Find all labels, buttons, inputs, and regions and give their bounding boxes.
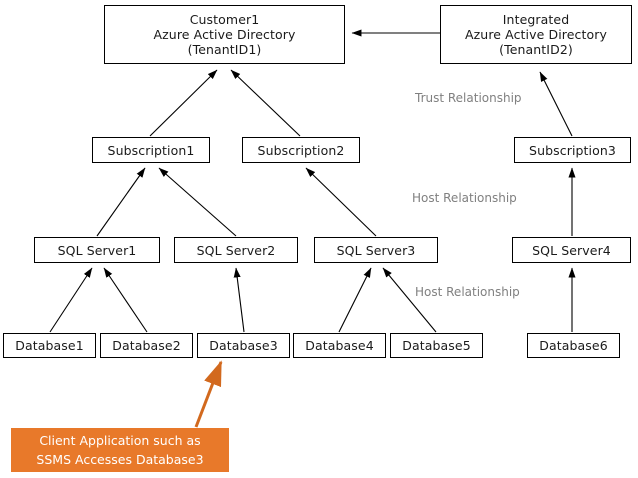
edge-subscription2-to-customer1-aad xyxy=(230,69,301,137)
node-database2-label: Database2 xyxy=(112,338,181,353)
node-sql-server1-label: SQL Server1 xyxy=(57,242,137,258)
node-database1[interactable]: Database1 xyxy=(3,333,96,358)
callout-line2: SSMS Accesses Database3 xyxy=(36,452,204,467)
node-sql-server3[interactable]: SQL Server3 xyxy=(314,237,438,263)
node-subscription3-label: Subscription3 xyxy=(529,142,616,158)
label-host-relationship-upper: Host Relationship xyxy=(412,191,517,205)
node-database1-label: Database1 xyxy=(15,338,84,353)
node-integrated-line2: Azure Active Directory xyxy=(464,27,607,42)
node-database4[interactable]: Database4 xyxy=(293,333,386,358)
node-subscription1[interactable]: Subscription1 xyxy=(92,137,210,163)
label-trust-relationship: Trust Relationship xyxy=(415,91,522,105)
node-sql-server3-label: SQL Server3 xyxy=(336,242,416,258)
node-subscription2[interactable]: Subscription2 xyxy=(242,137,360,163)
edge-database3-to-sql-server2 xyxy=(233,267,245,333)
edge-database4-to-sql-server3 xyxy=(338,267,372,333)
edge-subscription1-to-customer1-aad xyxy=(149,69,218,137)
node-database3[interactable]: Database3 xyxy=(197,333,290,358)
edge-sql-server1-to-subscription1 xyxy=(96,167,146,237)
callout-client-application[interactable]: Client Application such as SSMS Accesses… xyxy=(11,428,229,472)
node-subscription1-label: Subscription1 xyxy=(107,142,195,158)
node-integrated-line1: Integrated xyxy=(502,12,570,27)
node-customer1-line2: Azure Active Directory xyxy=(153,27,296,42)
edge-database1-to-sql-server1 xyxy=(49,267,93,333)
node-database4-label: Database4 xyxy=(305,338,374,353)
node-database5-label: Database5 xyxy=(402,338,471,353)
node-database5[interactable]: Database5 xyxy=(390,333,483,358)
node-customer1-line3: (TenantID1) xyxy=(187,42,262,57)
edge-subscription3-to-integrated-aad xyxy=(539,71,573,137)
edge-callout-to-database3 xyxy=(194,360,223,428)
node-database6-label: Database6 xyxy=(539,338,608,353)
node-sql-server4[interactable]: SQL Server4 xyxy=(512,237,631,263)
edge-sql-server3-to-subscription2 xyxy=(305,167,377,237)
node-database6[interactable]: Database6 xyxy=(527,333,620,358)
node-sql-server4-label: SQL Server4 xyxy=(532,242,611,258)
node-sql-server1[interactable]: SQL Server1 xyxy=(34,237,160,263)
node-integrated-azure-active-directory[interactable]: Integrated Azure Active Directory (Tenan… xyxy=(440,5,632,64)
node-customer1-azure-active-directory[interactable]: Customer1 Azure Active Directory (Tenant… xyxy=(104,5,345,64)
node-subscription2-label: Subscription2 xyxy=(257,142,345,158)
node-sql-server2-label: SQL Server2 xyxy=(196,242,276,258)
label-host-relationship-lower: Host Relationship xyxy=(415,285,520,299)
node-database3-label: Database3 xyxy=(209,338,278,353)
node-sql-server2[interactable]: SQL Server2 xyxy=(174,237,298,263)
edge-database2-to-sql-server1 xyxy=(103,267,148,333)
edge-database5-to-sql-server3 xyxy=(382,267,437,333)
node-integrated-line3: (TenantID2) xyxy=(499,42,573,57)
edge-sql-server2-to-subscription1 xyxy=(158,167,237,237)
node-customer1-line1: Customer1 xyxy=(189,12,260,27)
node-subscription3[interactable]: Subscription3 xyxy=(514,137,631,163)
callout-line1: Client Application such as xyxy=(39,433,201,448)
node-database2[interactable]: Database2 xyxy=(100,333,193,358)
